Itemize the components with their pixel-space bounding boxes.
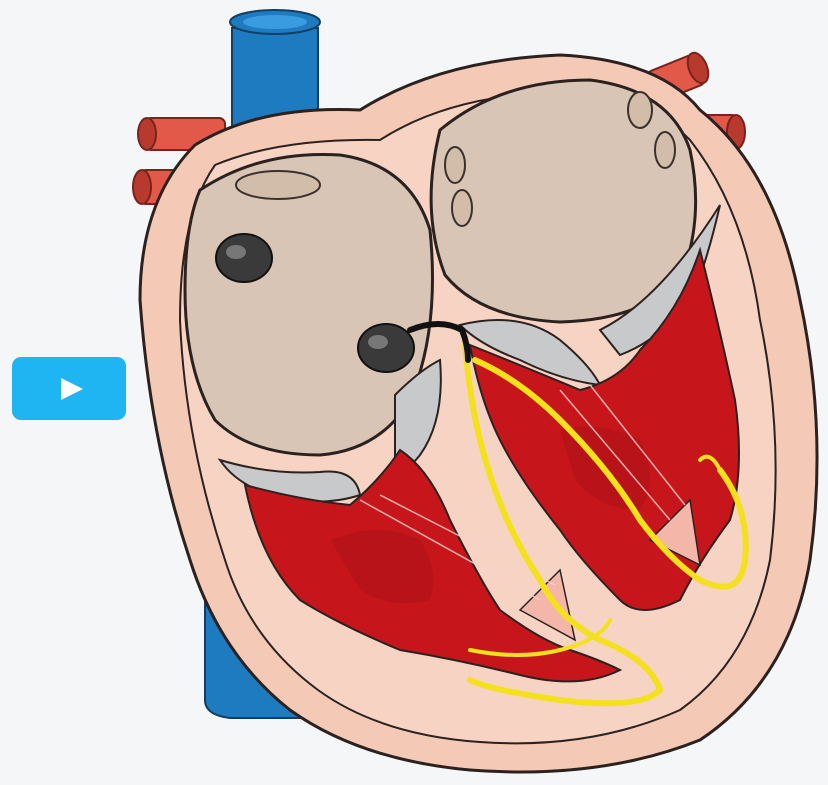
play-icon [61, 378, 83, 400]
play-button[interactable] [12, 357, 126, 420]
sinoatrial-node [216, 234, 272, 282]
left-atrium [431, 80, 696, 322]
